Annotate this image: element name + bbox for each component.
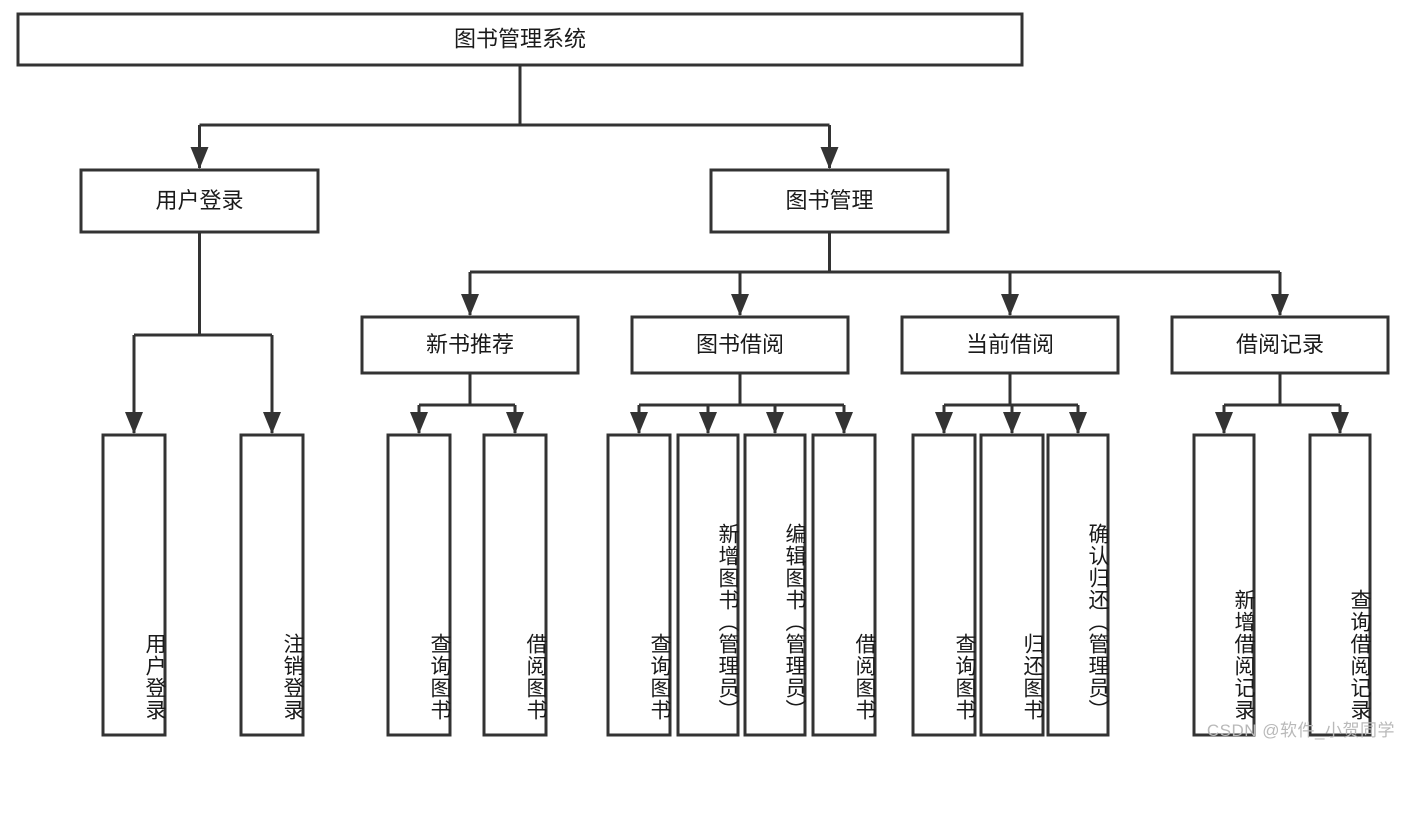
node-box-layer [16,12,1390,737]
arrow-head-icon [731,294,749,316]
node-leaf-8[interactable] [911,433,977,737]
arrow-head-icon [263,412,281,434]
node-root-label: 图书管理系统 [454,26,586,51]
node-root[interactable] [16,12,1024,67]
arrow-head-icon [1331,412,1349,434]
arrow-head-icon [461,294,479,316]
node-level3-label-2: 当前借阅 [966,332,1054,357]
node-level3-0[interactable] [360,315,580,375]
flowchart-canvas: 图书管理系统用户登录图书管理新书推荐图书借阅当前借阅借阅记录 用户登录注销登录查… [16,12,1395,740]
node-leaf-5[interactable] [676,433,740,737]
node-leaf-1[interactable] [239,433,305,737]
arrow-head-icon [835,412,853,434]
node-level3-1[interactable] [630,315,850,375]
arrow-head-icon [699,412,717,434]
node-level3-label-3: 借阅记录 [1236,332,1324,357]
arrow-head-icon [1271,294,1289,316]
node-leaf-0[interactable] [101,433,167,737]
node-leaf-9[interactable] [979,433,1045,737]
node-leaf-2[interactable] [386,433,452,737]
arrow-head-icon [766,412,784,434]
node-leaf-4[interactable] [606,433,672,737]
node-level2-0[interactable] [79,168,320,234]
node-level3-3[interactable] [1170,315,1390,375]
csdn-watermark: CSDN @软件_小贺同学 [1206,721,1395,740]
node-leaf-3[interactable] [482,433,548,737]
node-leaf-11[interactable] [1192,433,1256,737]
node-level3-2[interactable] [900,315,1120,375]
arrow-head-icon [1001,294,1019,316]
arrow-head-icon [820,147,839,169]
arrow-head-icon [1003,412,1021,434]
arrow-head-icon [1069,412,1087,434]
node-leaf-10[interactable] [1046,433,1110,737]
node-level2-label-0: 用户登录 [155,188,243,213]
arrow-head-icon [410,412,428,434]
node-level2-label-1: 图书管理 [785,188,873,213]
node-level3-label-1: 图书借阅 [696,332,784,357]
arrow-head-icon [935,412,953,434]
node-leaf-7[interactable] [811,433,877,737]
connector-layer [125,65,1349,434]
arrow-head-icon [125,412,143,434]
node-leaf-6[interactable] [743,433,807,737]
arrow-head-icon [190,147,209,169]
arrow-head-icon [630,412,648,434]
arrow-head-icon [1215,412,1233,434]
node-leaf-12[interactable] [1308,433,1372,737]
node-level2-1[interactable] [709,168,950,234]
node-level3-label-0: 新书推荐 [426,332,514,357]
arrow-head-icon [506,412,524,434]
